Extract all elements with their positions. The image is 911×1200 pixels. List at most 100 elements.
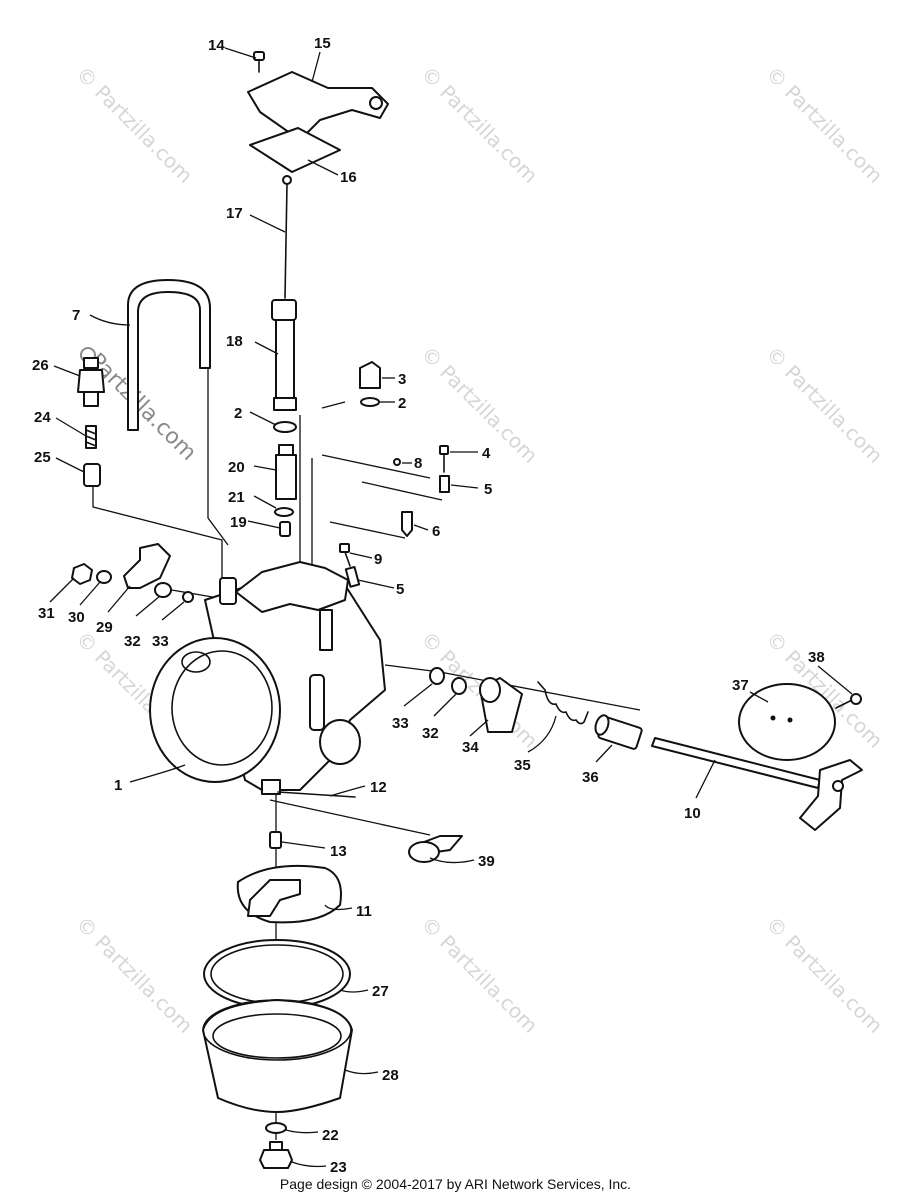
callout-30: 30	[68, 609, 85, 626]
part-4-screw[interactable]	[439, 445, 449, 473]
part-29-bracket[interactable]	[123, 543, 171, 589]
part-31-nut[interactable]	[71, 563, 93, 585]
part-23-drain-plug[interactable]	[259, 1141, 293, 1169]
part-5-spring-lower[interactable]	[344, 566, 361, 588]
callout-12: 12	[370, 779, 387, 796]
part-33-washer-right[interactable]	[429, 667, 445, 685]
part-21-washer[interactable]	[274, 507, 294, 517]
callout-21: 21	[228, 489, 245, 506]
part-8-ball[interactable]	[393, 458, 401, 466]
watermark-logo: Partzilla.com	[84, 349, 201, 466]
watermark: © Partzilla.com	[71, 62, 197, 188]
callout-36: 36	[582, 769, 599, 786]
callout-5-lower: 5	[396, 581, 404, 598]
callout-35: 35	[514, 757, 531, 774]
part-33-washer[interactable]	[182, 591, 194, 603]
watermark: © Partzilla.com	[416, 342, 542, 468]
callout-39: 39	[478, 853, 495, 870]
callout-10: 10	[684, 805, 701, 822]
part-14-screw[interactable]	[253, 51, 265, 73]
watermark: © Partzilla.com	[416, 62, 542, 188]
part-5-spring[interactable]	[439, 475, 450, 493]
callout-4: 4	[482, 445, 491, 462]
watermark: © Partzilla.com	[71, 912, 197, 1038]
part-27-bowl-gasket[interactable]	[203, 939, 351, 1009]
part-2-washer-right[interactable]	[360, 397, 380, 407]
callout-18: 18	[226, 333, 243, 350]
callout-3: 3	[398, 371, 406, 388]
part-10-throttle-shaft[interactable]	[651, 737, 863, 831]
watermark: © Partzilla.com	[416, 912, 542, 1038]
part-11-float[interactable]	[236, 864, 342, 924]
callout-8: 8	[414, 455, 422, 472]
part-38-screw[interactable]	[835, 693, 862, 709]
page-footer: Page design © 2004-2017 by ARI Network S…	[279, 1176, 632, 1192]
callout-29: 29	[96, 619, 113, 636]
watermark: © Partzilla.com	[761, 912, 887, 1038]
part-24-spring[interactable]	[85, 425, 97, 449]
part-15-bracket-hole	[369, 96, 383, 110]
callout-38: 38	[808, 649, 825, 666]
callout-26: 26	[32, 357, 49, 374]
callout-11: 11	[356, 903, 372, 920]
part-15-top-bracket[interactable]	[247, 71, 389, 141]
callout-2: 2	[234, 405, 242, 422]
callout-22: 22	[322, 1127, 339, 1144]
callout-17: 17	[226, 205, 243, 222]
callout-9: 9	[374, 551, 382, 568]
callout-37: 37	[732, 677, 749, 694]
callout-labels: 14 15 16 17 7 18 3 26 2 2 24 8 4 25 20 5…	[32, 35, 825, 1176]
callout-14: 14	[208, 37, 225, 54]
part-26-fitting[interactable]	[77, 357, 105, 407]
part-19-pilot-jet[interactable]	[279, 521, 291, 537]
watermark-grid: © Partzilla.com © Partzilla.com © Partzi…	[71, 62, 887, 1038]
watermark: © Partzilla.com	[761, 342, 887, 468]
callout-13: 13	[330, 843, 347, 860]
part-13-main-jet[interactable]	[269, 831, 282, 849]
part-3-cap[interactable]	[359, 361, 381, 389]
callout-28: 28	[382, 1067, 399, 1084]
part-34-sleeve[interactable]	[479, 677, 523, 733]
callout-31: 31	[38, 605, 55, 622]
callout-16: 16	[340, 169, 357, 186]
callout-32: 32	[124, 633, 141, 650]
assembly-lines	[92, 368, 641, 1140]
part-1-carburetor-body[interactable]	[149, 561, 386, 795]
part-30-washer[interactable]	[96, 570, 112, 584]
part-18-needle-jet[interactable]	[271, 299, 297, 411]
part-32-washer[interactable]	[154, 582, 172, 598]
part-36-bushing[interactable]	[593, 714, 643, 750]
part-16-gasket[interactable]	[249, 127, 341, 173]
part-17-jet-needle[interactable]	[282, 175, 292, 299]
part-7-vent-tube[interactable]	[127, 279, 211, 431]
callout-19: 19	[230, 514, 247, 531]
part-9-screw[interactable]	[339, 543, 351, 567]
watermark: © Partzilla.com	[761, 62, 887, 188]
part-35-spring[interactable]	[537, 681, 589, 725]
callout-2-right: 2	[398, 395, 406, 412]
part-32-washer-right[interactable]	[451, 677, 467, 695]
callout-15: 15	[314, 35, 331, 52]
part-37-throttle-plate[interactable]	[738, 683, 836, 761]
callout-24: 24	[34, 409, 51, 426]
callout-1: 1	[114, 777, 122, 794]
part-25-plunger[interactable]	[83, 463, 101, 487]
callout-23: 23	[330, 1159, 347, 1176]
callout-5: 5	[484, 481, 492, 498]
callout-32-right: 32	[422, 725, 439, 742]
part-20-jet[interactable]	[275, 444, 297, 500]
callout-6: 6	[432, 523, 440, 540]
callout-33: 33	[152, 633, 169, 650]
part-28-float-bowl[interactable]	[202, 999, 353, 1113]
callout-34: 34	[462, 739, 479, 756]
callout-leaders	[49, 47, 853, 1168]
part-2-washer[interactable]	[273, 421, 297, 433]
callout-25: 25	[34, 449, 51, 466]
part-22-washer[interactable]	[265, 1122, 287, 1134]
callout-7: 7	[72, 307, 80, 324]
part-6-screw[interactable]	[401, 511, 413, 537]
part-39-lever[interactable]	[408, 835, 463, 863]
part-12-pin[interactable]	[277, 791, 356, 798]
callout-20: 20	[228, 459, 245, 476]
